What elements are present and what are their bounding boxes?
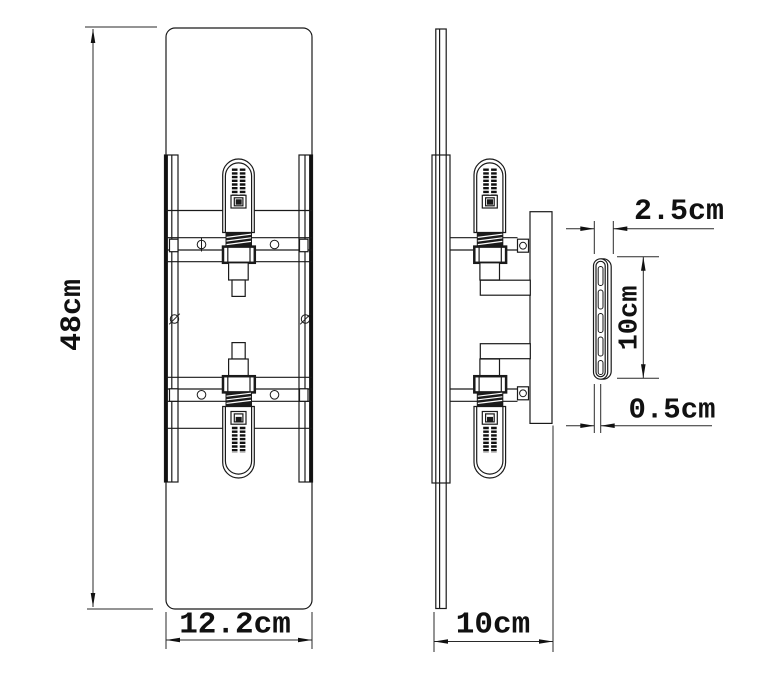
front-view	[163, 27, 314, 610]
screw-hole	[269, 239, 280, 250]
dimension-height-48cm	[85, 26, 157, 610]
side-glass-panel-edge	[435, 28, 447, 610]
front-upper-lamp	[223, 159, 255, 297]
screw-hole	[519, 389, 527, 398]
dimension-bracket-thickness-0-5cm	[566, 384, 712, 433]
side-rail-channel	[431, 154, 451, 484]
side-lower-lamp	[474, 359, 506, 478]
bracket-slots	[597, 266, 604, 375]
upper-support-arm	[479, 279, 531, 296]
front-width-dimension-label: 12.2cm	[179, 607, 291, 643]
wall-mount-plate	[529, 211, 553, 424]
screw-hole	[519, 241, 527, 250]
front-glass-panel	[165, 27, 313, 610]
front-rail-screw-right	[299, 313, 312, 325]
bracket-width-dimension-label: 2.5cm	[633, 195, 725, 229]
mounting-bracket-detail	[592, 258, 612, 380]
front-height-dimension-label: 48cm	[56, 278, 90, 352]
front-right-rail	[298, 154, 314, 483]
front-left-rail	[163, 154, 179, 483]
dimension-depth-10cm	[433, 425, 554, 652]
screw-hole	[196, 390, 207, 400]
front-lower-lamp	[223, 342, 255, 478]
bracket-length-dimension-label: 10cm	[615, 285, 646, 351]
front-rail-screw-left	[168, 313, 181, 325]
dimension-bracket-length-10cm	[617, 256, 659, 379]
screw-hole	[269, 390, 280, 400]
bracket-thickness-dimension-label: 0.5cm	[628, 393, 716, 427]
dimension-width-12-2cm	[165, 612, 313, 649]
side-depth-dimension-label: 10cm	[455, 607, 531, 643]
dimension-bracket-width-2-5cm	[566, 221, 714, 254]
lower-support-arm	[479, 343, 531, 360]
side-upper-lamp	[474, 159, 506, 280]
side-view	[431, 28, 553, 610]
